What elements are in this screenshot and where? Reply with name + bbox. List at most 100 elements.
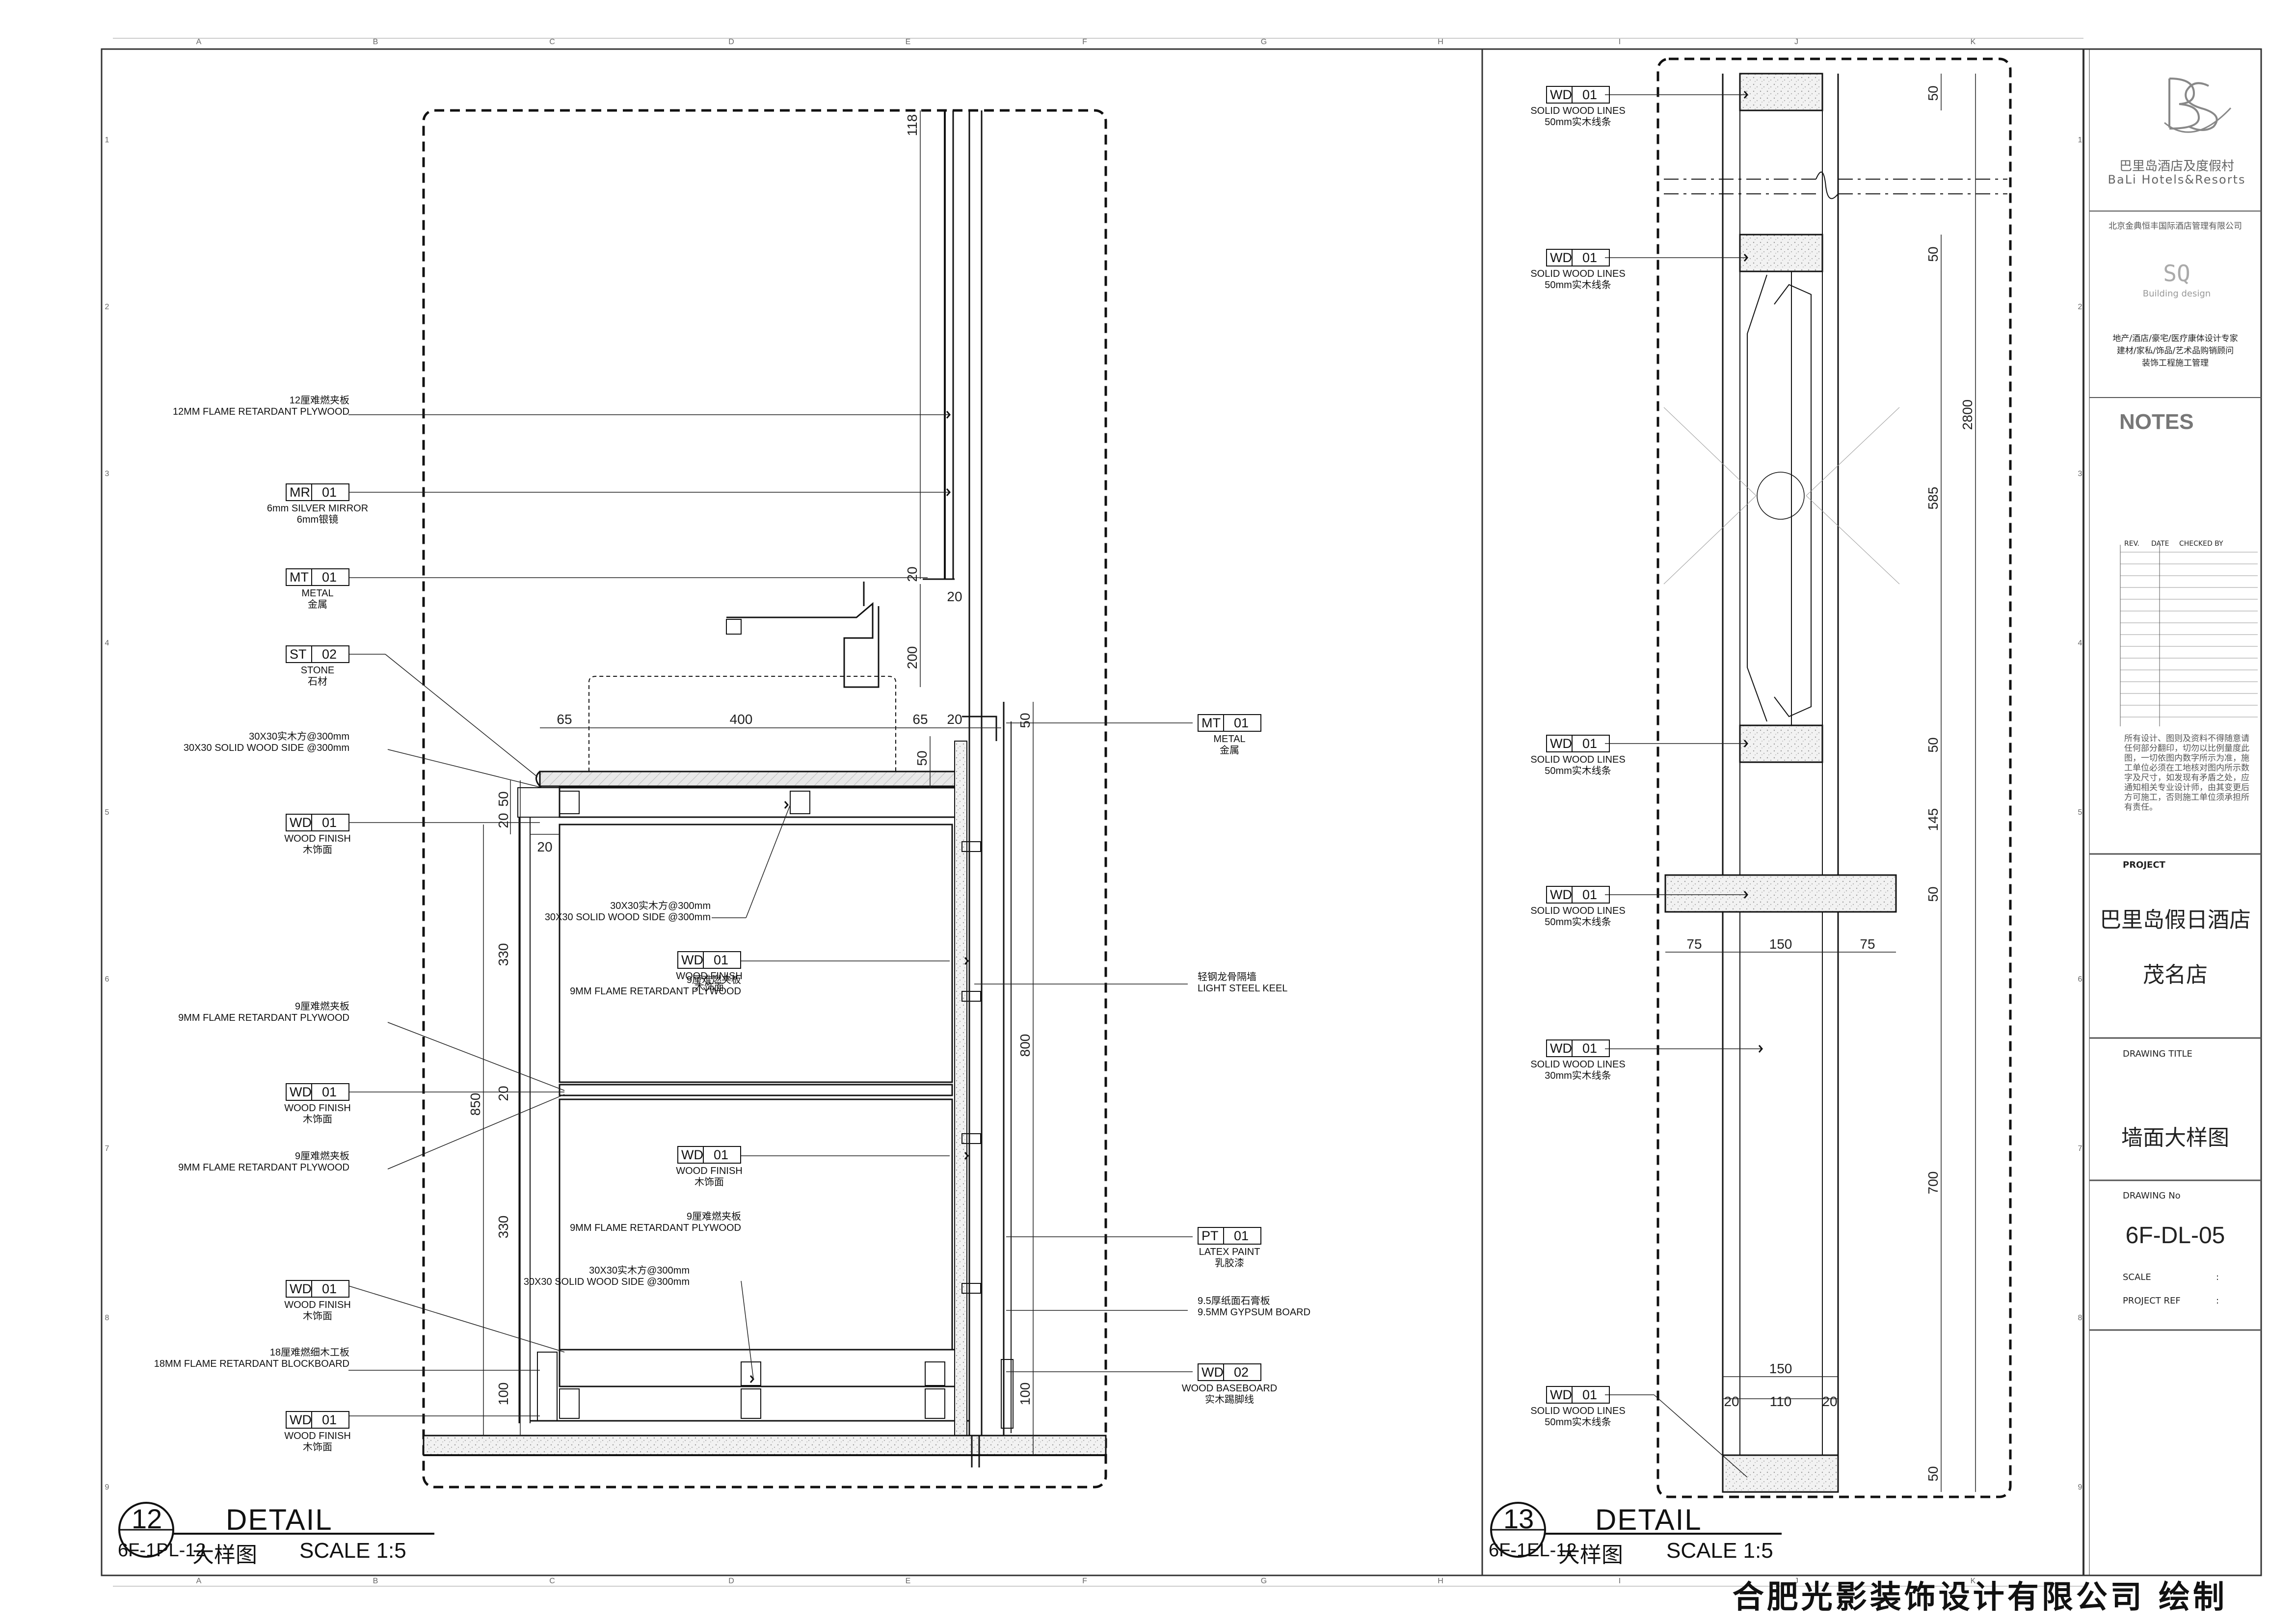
tag-divider (311, 569, 312, 585)
dimension-label: 20 (947, 712, 962, 727)
grid-column-label: A (196, 1577, 202, 1585)
note-en: 9MM FLAME RETARDANT PLYWOOD (178, 1162, 349, 1173)
note-en: 9MM FLAME RETARDANT PLYWOOD (570, 1223, 741, 1233)
rev-col-checked: CHECKED BY (2179, 540, 2223, 548)
note-cn: 9.5厚纸面石膏板 (1198, 1296, 1270, 1306)
grid-row-label: 1 (105, 136, 109, 144)
tag-number: 01 (714, 953, 729, 967)
drawing-no-label: DRAWING No (2123, 1191, 2181, 1201)
note-en: 9MM FLAME RETARDANT PLYWOOD (178, 1012, 349, 1023)
tag-number: 01 (1582, 736, 1598, 751)
grid-row-label: 1 (2078, 136, 2082, 144)
grid-column-label: B (373, 1577, 378, 1585)
grid-column-label: H (1438, 38, 1443, 46)
dimension-label: 100 (1017, 1383, 1033, 1406)
tag-divider (1572, 887, 1573, 903)
label-cn: 木饰面 (694, 1177, 724, 1188)
tag-code: MR (290, 485, 310, 500)
label-en: SOLID WOOD LINES (1530, 1059, 1626, 1070)
label-cn: 乳胶漆 (1215, 1258, 1244, 1269)
leader-arrow-icon (749, 1375, 754, 1383)
grid-row-label: 7 (2078, 1145, 2082, 1153)
dimension-label: 50 (1017, 713, 1033, 728)
grid-row-label: 3 (105, 470, 109, 478)
tag-number: 01 (714, 1147, 729, 1162)
label-en: WOOD FINISH (676, 1166, 743, 1176)
note-cn: 9厘难燃夹板 (294, 1151, 349, 1162)
dimension-label: 200 (905, 646, 920, 669)
leader-arrow-icon (964, 957, 969, 965)
label-en: SOLID WOOD LINES (1530, 754, 1626, 765)
dimension-label: 110 (1770, 1394, 1792, 1409)
label-en: SOLID WOOD LINES (1530, 905, 1626, 916)
label-en: WOOD FINISH (284, 833, 351, 844)
note-cn: 12厘难燃夹板 (289, 395, 349, 406)
detail-12-cn: 大样图 (192, 1543, 257, 1567)
dimension-label: 150 (1769, 936, 1792, 952)
tag-code: WD (1550, 736, 1572, 751)
tag-code: WD (681, 1147, 703, 1162)
company-name: 北京金典恒丰国际酒店管理有限公司 (2109, 221, 2242, 231)
design-logo-sub: Building design (2142, 289, 2211, 299)
tag-code: WD (1201, 1365, 1224, 1380)
grid-column-label: C (549, 1577, 555, 1585)
dimension-label: 50 (1925, 246, 1941, 262)
grid-column-label: E (906, 38, 911, 46)
tag-divider (1223, 1228, 1224, 1244)
tag-divider (311, 1281, 312, 1297)
note-cn: 9厘难燃夹板 (686, 1211, 741, 1222)
detail-12-title: DETAIL (226, 1503, 333, 1536)
tag-divider (311, 1412, 312, 1428)
label-cn: 50mm实木线条 (1545, 1417, 1611, 1428)
grid-column-label: F (1082, 1577, 1087, 1585)
label-en: WOOD FINISH (676, 971, 743, 982)
label-cn: 石材 (308, 676, 327, 687)
note-en: 9MM FLAME RETARDANT PLYWOOD (570, 986, 741, 997)
titleblock-lines (2089, 211, 2261, 1331)
note-cn: 30X30实木方@300mm (249, 731, 349, 742)
grid-column-label: B (373, 38, 378, 46)
note-cn: 9厘难燃夹板 (686, 975, 741, 985)
grid-column-label: A (196, 38, 202, 46)
dimension-label: 20 (1822, 1394, 1837, 1409)
service-line-3: 装饰工程施工管理 (2142, 358, 2209, 368)
grid-row-label: 4 (2078, 639, 2082, 647)
grid-column-label: F (1082, 38, 1087, 46)
dimension-label: 75 (1686, 936, 1702, 952)
tag-divider (1572, 1040, 1573, 1056)
tag-divider (311, 1084, 312, 1100)
hotel-logo-icon (2164, 78, 2232, 133)
label-en: WOOD FINISH (284, 1103, 351, 1114)
drawing-title-label: DRAWING TITLE (2123, 1049, 2192, 1059)
dimension-label: 800 (1017, 1034, 1033, 1057)
tag-code: WD (1550, 87, 1572, 102)
grid-column-label: H (1438, 1577, 1443, 1585)
grid-row-label: 3 (2078, 470, 2082, 478)
dimension-label: 50 (1925, 85, 1941, 101)
project-sub: 茂名店 (2143, 962, 2208, 987)
dimension-label: 585 (1925, 487, 1941, 510)
